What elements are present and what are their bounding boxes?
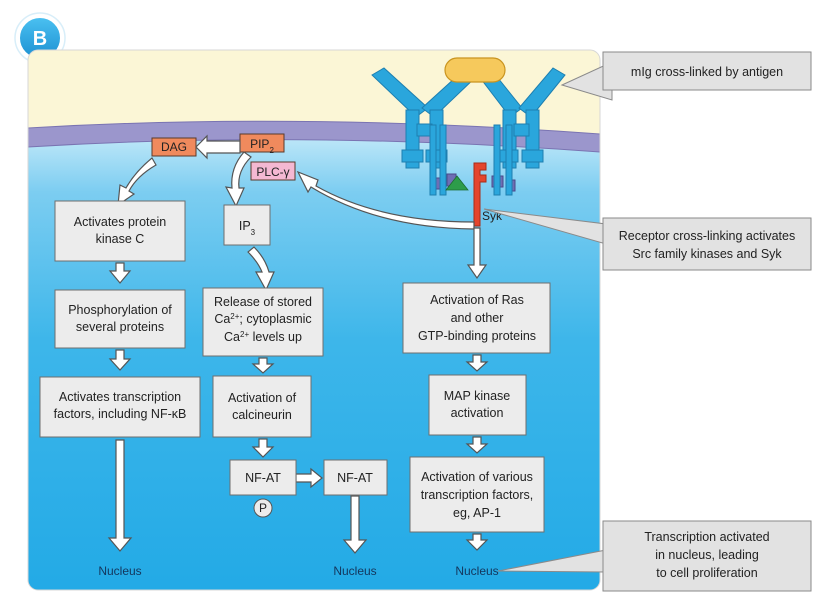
svg-text:GTP-binding proteins: GTP-binding proteins xyxy=(418,329,536,343)
svg-text:activation: activation xyxy=(451,406,504,420)
svg-text:NF-AT: NF-AT xyxy=(245,471,281,485)
svg-text:PLC-γ: PLC-γ xyxy=(256,165,289,179)
svg-text:eg, AP-1: eg, AP-1 xyxy=(453,506,501,520)
arrow-tf-to-nucleus-left xyxy=(107,439,133,552)
callout-antigen: mIg cross-linked by antigen xyxy=(560,51,812,101)
arrow-syk-to-plc xyxy=(296,170,475,230)
svg-text:Activates protein: Activates protein xyxy=(74,215,166,229)
svg-text:to cell proliferation: to cell proliferation xyxy=(656,566,757,580)
arrow-dag-to-pkc xyxy=(117,157,157,207)
svg-text:transcription factors,: transcription factors, xyxy=(421,488,534,502)
box-activation-of-transcription-factors: Activation of various transcription fact… xyxy=(409,456,545,533)
pathway-arrows xyxy=(107,134,489,554)
nucleus-label-left: Nucleus xyxy=(98,564,141,578)
svg-text:Phosphorylation of: Phosphorylation of xyxy=(68,303,172,317)
box-ip3: IP3 xyxy=(223,204,271,246)
svg-text:several proteins: several proteins xyxy=(76,320,164,334)
callout-nucleus: Transcription activated in nucleus, lead… xyxy=(497,520,812,592)
arrow-tf-to-nucleus-right xyxy=(465,533,489,551)
arrow-nfatp-to-nfat xyxy=(295,467,323,489)
svg-text:Transcription activated: Transcription activated xyxy=(644,530,769,544)
arrow-phos-to-tf xyxy=(108,349,132,371)
nucleus-label-right: Nucleus xyxy=(455,564,498,578)
box-nfat: NF-AT xyxy=(323,459,388,496)
box-map-kinase-activation: MAP kinase activation xyxy=(428,374,527,436)
antigen xyxy=(444,57,506,83)
arrow-ras-to-mapk xyxy=(465,354,489,372)
arrow-pip2-to-ip3 xyxy=(224,151,252,208)
svg-text:Activation of: Activation of xyxy=(228,391,297,405)
box-activates-pkc: Activates protein kinase C xyxy=(54,200,186,262)
svg-text:calcineurin: calcineurin xyxy=(232,408,292,422)
svg-text:MAP kinase: MAP kinase xyxy=(444,389,511,403)
box-nfat-phosphorylated: NF-AT xyxy=(229,459,297,496)
phosphate-group: P xyxy=(253,498,273,518)
svg-text:and other: and other xyxy=(451,311,504,325)
svg-text:PIP2: PIP2 xyxy=(250,137,274,155)
pip2-box: PIP2 xyxy=(239,133,285,155)
arrow-syk-to-ras xyxy=(466,227,488,280)
svg-text:kinase C: kinase C xyxy=(96,232,145,246)
dag-box: DAG xyxy=(151,137,197,157)
arrow-ca-to-calc xyxy=(251,357,275,374)
arrow-nfat-to-nucleus xyxy=(342,495,368,554)
svg-text:mIg cross-linked by antigen: mIg cross-linked by antigen xyxy=(631,65,783,79)
box-phosphorylation: Phosphorylation of several proteins xyxy=(54,289,186,349)
svg-text:P: P xyxy=(259,501,267,515)
box-activation-of-calcineurin: Activation of calcineurin xyxy=(212,375,312,438)
arrow-ip3-to-ca xyxy=(247,246,275,292)
svg-text:Receptor cross-linking activat: Receptor cross-linking activates xyxy=(619,229,795,243)
src-kinase-triangle-icon xyxy=(445,175,469,191)
svg-text:Activates transcription: Activates transcription xyxy=(59,390,181,404)
arrow-calc-to-nfatp xyxy=(251,438,275,458)
svg-text:Src family kinases and Syk: Src family kinases and Syk xyxy=(632,247,782,261)
svg-text:in nucleus, leading: in nucleus, leading xyxy=(655,548,759,562)
panel-badge-letter: B xyxy=(33,28,47,50)
svg-text:Ca2+ levels up: Ca2+ levels up xyxy=(224,330,302,345)
box-activates-transcription-factors: Activates transcription factors, includi… xyxy=(39,376,201,438)
svg-text:factors, including NF-κB: factors, including NF-κB xyxy=(54,407,187,421)
callout-src-syk: Receptor cross-linking activates Src fam… xyxy=(483,208,812,271)
plasma-membrane xyxy=(28,121,600,152)
svg-text:Ca2+; cytoplasmic: Ca2+; cytoplasmic xyxy=(214,312,311,327)
arrow-pip2-to-dag xyxy=(195,134,241,160)
box-calcium-release: Release of stored Ca2+; cytoplasmic Ca2+… xyxy=(202,287,324,357)
box-activation-of-ras: Activation of Ras and other GTP-binding … xyxy=(402,282,551,354)
arrow-mapk-to-tf xyxy=(465,436,489,454)
plc-gamma-box: PLC-γ xyxy=(250,161,296,181)
svg-text:NF-AT: NF-AT xyxy=(337,471,373,485)
svg-text:Activation of various: Activation of various xyxy=(421,470,533,484)
ig-alpha-beta-chains xyxy=(429,124,513,196)
arrow-pkc-to-phos xyxy=(108,262,132,284)
svg-text:Release of stored: Release of stored xyxy=(214,295,312,309)
svg-text:DAG: DAG xyxy=(161,140,187,154)
svg-text:Activation of Ras: Activation of Ras xyxy=(430,293,524,307)
nucleus-label-middle: Nucleus xyxy=(333,564,376,578)
svg-text:IP3: IP3 xyxy=(239,219,256,237)
